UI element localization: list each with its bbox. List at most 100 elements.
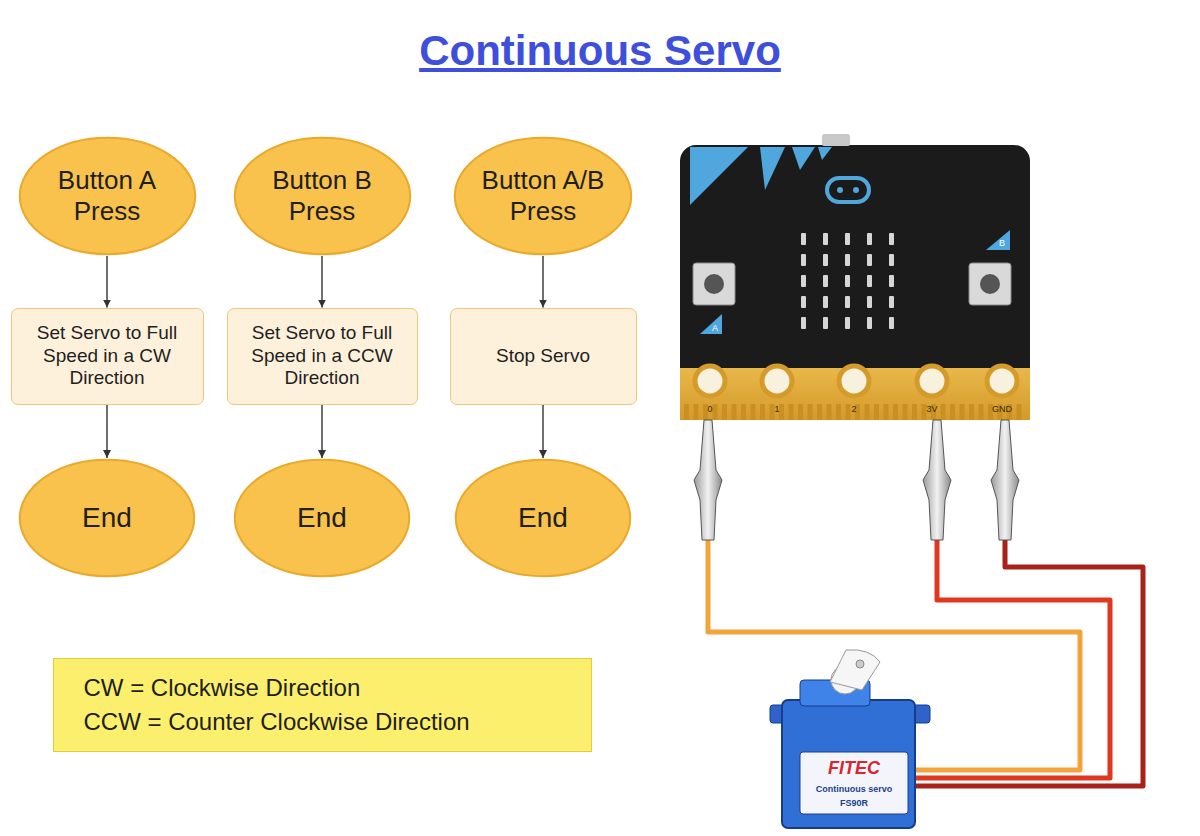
edge-finger (722, 404, 727, 420)
button-a (693, 263, 735, 305)
edge-finger (694, 404, 699, 420)
oval-shape (234, 138, 409, 254)
edge-finger (941, 404, 946, 420)
button-label-tag (700, 314, 722, 334)
edge-finger (846, 404, 851, 420)
edge-finger (950, 404, 955, 420)
terminal-oval: Button A Press (18, 136, 197, 256)
servo-screw (856, 660, 864, 668)
led (845, 254, 850, 266)
led (801, 254, 806, 266)
pin-label: 1 (774, 405, 779, 414)
edge-finger (817, 404, 822, 420)
edge-finger (827, 404, 832, 420)
terminal-oval: Button B Press (233, 136, 412, 256)
edge-finger (893, 404, 898, 420)
logo (853, 187, 859, 193)
model-label: Continuous servo (816, 785, 893, 794)
terminal-oval: End (454, 458, 632, 578)
led (867, 317, 872, 329)
flow-arrow (321, 256, 322, 308)
text-group: Button B Press (256, 165, 388, 226)
led (845, 317, 850, 329)
board-body (680, 145, 1030, 420)
board-decoration (690, 147, 748, 205)
edge-finger (732, 404, 737, 420)
node-label: Set Servo to Full Speed in a CCW Directi… (236, 322, 409, 389)
oval-shape (235, 460, 409, 576)
terminal-oval: End (18, 458, 196, 578)
servo-horn (830, 650, 880, 690)
node-label: Set Servo to Full Speed in a CW Directio… (20, 322, 195, 389)
power-wire (915, 540, 1110, 778)
edge-finger (751, 404, 756, 420)
text-group: End (82, 501, 132, 534)
brand-label: FITEC (828, 759, 880, 777)
button-a (704, 274, 724, 294)
led (823, 296, 828, 308)
led (823, 275, 828, 287)
led (889, 317, 894, 329)
servo-sticker (800, 752, 908, 814)
node-label: Button A/B Press (477, 165, 610, 226)
pin-label: 3V (926, 405, 937, 414)
text-group: CW = Clockwise DirectionCCW = Counter Cl… (84, 671, 470, 738)
edge-finger (741, 404, 746, 420)
edge-finger (884, 404, 889, 420)
led (823, 254, 828, 266)
led (801, 317, 806, 329)
button-label-tag (986, 230, 1010, 250)
node-label: Button A Press (41, 165, 173, 226)
note-text: CW = Clockwise Direction (84, 671, 361, 705)
model-label: FS90R (840, 799, 868, 808)
text-group: End (297, 501, 347, 534)
edge-finger (960, 404, 965, 420)
edge-finger (808, 404, 813, 420)
edge-finger (789, 404, 794, 420)
edge-finger (969, 404, 974, 420)
edge-finger (922, 404, 927, 420)
logo (837, 187, 843, 193)
pin-label: 2 (851, 405, 856, 414)
pin-pad (917, 366, 947, 396)
servo-motor (770, 650, 930, 828)
terminal-oval: End (233, 458, 411, 578)
button-label: A (712, 324, 718, 333)
node-label: End (297, 501, 347, 534)
led (867, 275, 872, 287)
text-group: Button A/B Press (477, 165, 610, 226)
edge-finger (979, 404, 984, 420)
text-group: End (518, 501, 568, 534)
pin-label: GND (992, 405, 1012, 414)
usb-port (822, 134, 850, 146)
led (889, 275, 894, 287)
edge-finger (713, 404, 718, 420)
process-box: Set Servo to Full Speed in a CW Directio… (11, 308, 204, 405)
led (823, 317, 828, 329)
process-box: Set Servo to Full Speed in a CCW Directi… (227, 308, 418, 405)
led (801, 233, 806, 245)
text-group: Set Servo to Full Speed in a CW Directio… (20, 322, 195, 389)
note-text: CCW = Counter Clockwise Direction (84, 705, 470, 739)
led (867, 233, 872, 245)
led (801, 275, 806, 287)
edge-finger (684, 404, 689, 420)
edge-finger (760, 404, 765, 420)
wires (708, 540, 1143, 786)
node-label: Button B Press (256, 165, 388, 226)
pin-pad (839, 366, 869, 396)
pin-pad (762, 366, 792, 396)
pin-pads (695, 366, 1017, 396)
oval-shape (455, 138, 631, 254)
text-group: Stop Servo (496, 345, 590, 367)
servo-body (782, 700, 915, 828)
edge-finger (1017, 404, 1022, 420)
alligator-clips (694, 420, 1019, 540)
node-label: End (518, 501, 568, 534)
text-group: Button A Press (41, 165, 173, 226)
ground-wire (915, 540, 1143, 786)
button-label: B (999, 239, 1005, 248)
pin-pad (695, 366, 725, 396)
microbit-board (680, 134, 1030, 420)
